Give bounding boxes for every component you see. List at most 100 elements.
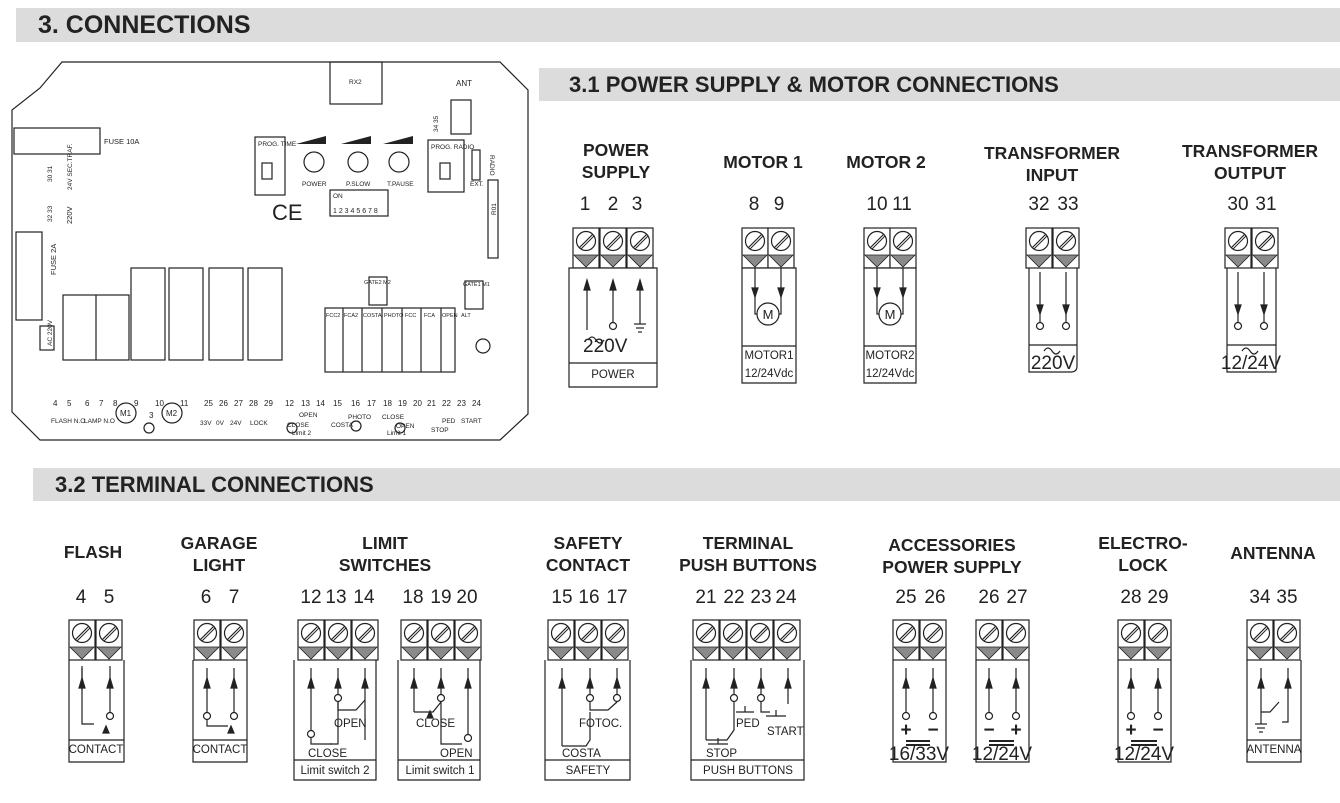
board-ant-pins: 34 35 (433, 115, 440, 132)
board-fuse2a-label: FUSE 2A (49, 244, 58, 275)
board-label-open-2: OPEN (299, 412, 318, 419)
board-terminal-25: 25 (204, 399, 213, 408)
board-label-start: START (461, 418, 482, 425)
board-dip-on-label: ON (333, 193, 343, 200)
board-knob-power-label: POWER (302, 181, 327, 188)
limit-switch-1-close: CLOSE (416, 718, 455, 730)
motor2-label: MOTOR2 (866, 350, 915, 362)
motor2-voltage: 12/24Vdc (866, 368, 915, 380)
block-transformer-input-title-2: INPUT (1026, 165, 1079, 185)
accessories-voltage-2: 12/24V (972, 744, 1033, 765)
block-power-supply-title-2: SUPPLY (582, 162, 651, 182)
flash-contact-label: CONTACT (69, 744, 124, 756)
terminal-number-29: 29 (1147, 587, 1168, 608)
terminal-number-15: 15 (551, 587, 572, 608)
board-sec-traf-label: 24V SEC.TRAF. (67, 143, 74, 190)
terminal-number-28: 28 (1120, 587, 1141, 608)
push-stop-label: STOP (706, 748, 737, 760)
limit-switch-1-label: Limit switch 1 (405, 765, 474, 777)
terminal-number-19: 19 (430, 587, 451, 608)
board-terminal-9: 9 (134, 399, 139, 408)
board-ant-label: ANT (456, 79, 472, 88)
board-label-limit2: Limit 2 (292, 430, 312, 437)
motor2-block (863, 227, 917, 384)
board-terminal-19: 19 (398, 399, 407, 408)
terminal-number-2: 2 (608, 194, 619, 215)
terminal-number-8: 8 (749, 194, 760, 215)
transformer-input-block (1025, 227, 1080, 373)
terminal-number-1: 1 (580, 194, 591, 215)
board-terminal-7: 7 (99, 399, 104, 408)
board-m2-label: M2 (166, 409, 178, 418)
terminal-number-4: 4 (76, 587, 87, 608)
electrolock-plus: + (1125, 720, 1136, 741)
board-terminal-26: 26 (219, 399, 228, 408)
board-prog-time-label: PROG. TIME (258, 141, 297, 148)
board-terminal-13: 13 (301, 399, 310, 408)
block-push-buttons-title-1: TERMINAL (703, 533, 794, 553)
safety-costa-label: COSTA (562, 748, 601, 760)
motor1-voltage: 12/24Vdc (745, 368, 794, 380)
board-label-limit1: Limit 1 (387, 430, 407, 437)
block-transformer-input-title-1: TRANSFORMER (984, 143, 1120, 163)
power-supply-block (568, 227, 658, 388)
board-terminal-27: 27 (234, 399, 243, 408)
board-label-lock: LOCK (250, 420, 268, 427)
block-limit-switches-title-2: SWITCHES (339, 555, 431, 575)
board-terminal-5: 5 (67, 399, 72, 408)
motor1-symbol: M (763, 307, 774, 322)
electrolock-voltage: 12/24V (1114, 744, 1175, 765)
terminal-number-27: 27 (1006, 587, 1027, 608)
terminal-number-6: 6 (201, 587, 212, 608)
transformer-output-voltage: 12/24V (1221, 353, 1282, 374)
terminal-number-7: 7 (229, 587, 240, 608)
limit-switch-2-label: Limit switch 2 (300, 765, 369, 777)
board-terminal-8: 8 (113, 399, 118, 408)
block-motor1-title: MOTOR 1 (723, 152, 803, 172)
board-label-lamp: LAMP N.O (84, 418, 115, 425)
board-knob-tpause-label: T.PAUSE (387, 181, 414, 188)
terminal-number-17: 17 (606, 587, 627, 608)
limit-switch-1-open: OPEN (440, 748, 473, 760)
board-sec-pins: 30 31 (47, 165, 54, 182)
block-power-supply-title-1: POWER (583, 140, 649, 160)
terminal-number-25: 25 (895, 587, 916, 608)
terminal-number-20: 20 (456, 587, 477, 608)
accessories-minus-1: − (927, 720, 938, 741)
section-heading-terminal: 3.2 TERMINAL CONNECTIONS (33, 468, 1340, 501)
block-electrolock-title-2: LOCK (1118, 555, 1168, 575)
board-terminal-20: 20 (413, 399, 422, 408)
block-transformer-output-title-2: OUTPUT (1214, 163, 1286, 183)
board-terminal-6: 6 (85, 399, 90, 408)
transformer-input-voltage: 220V (1031, 353, 1076, 374)
board-label-costa: COSTA (331, 422, 354, 429)
block-antenna-title: ANTENNA (1230, 543, 1316, 563)
board-terminal-16: 16 (351, 399, 360, 408)
board-strip-fcc: FCC (405, 313, 416, 319)
terminal-number-23: 23 (750, 587, 771, 608)
safety-contact-block (544, 619, 631, 781)
block-garage-light-title-2: LIGHT (193, 555, 246, 575)
board-220v-label: 220V (65, 206, 74, 224)
block-accessories-title-1: ACCESSORIES (888, 535, 1015, 555)
board-terminal-22: 22 (442, 399, 451, 408)
safety-label: SAFETY (566, 765, 611, 777)
block-garage-light-title-1: GARAGE (181, 533, 258, 553)
electrolock-block (1117, 619, 1172, 763)
board-prog-radio-label: PROG. RADIO (431, 144, 474, 151)
terminal-number-14: 14 (353, 587, 375, 608)
accessories-minus-2: − (983, 720, 994, 741)
board-rx2-label: RX2 (349, 79, 362, 86)
board-terminal-17: 17 (367, 399, 376, 408)
push-buttons-block (690, 619, 805, 781)
push-ped-label: PED (736, 718, 760, 730)
board-strip-alt: ALT (461, 313, 471, 319)
board-terminal-10: 10 (155, 399, 164, 408)
board-terminal-12: 12 (285, 399, 294, 408)
accessories-16-33v-block (892, 619, 947, 763)
board-label-24v: 24V (230, 420, 242, 427)
board-terminal-21: 21 (427, 399, 436, 408)
limit-switch-2-block (293, 619, 379, 781)
board-gate2-label: GATE2 M2 (364, 280, 391, 286)
